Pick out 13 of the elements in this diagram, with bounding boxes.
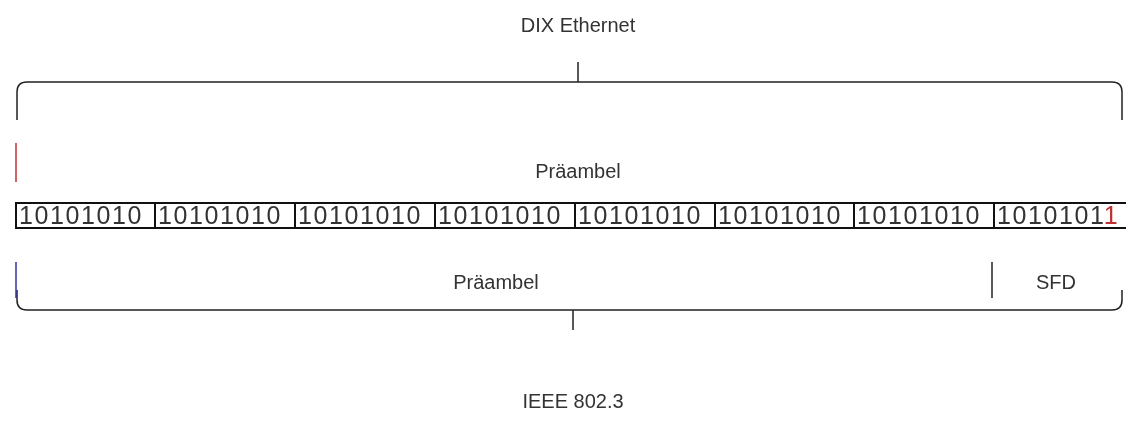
field-label: Präambel [453, 271, 539, 294]
bit-field: 10101010 [294, 202, 436, 229]
frame-label: DIX Ethernet [520, 14, 636, 37]
bit-field: 10101011 [993, 202, 1126, 229]
field-label: Präambel [535, 160, 621, 183]
frame-label: IEEE 802.3 [522, 390, 624, 413]
bit-field: 10101010 [574, 202, 716, 229]
bit-field: 10101010 [15, 202, 156, 229]
field-label: SFD [1036, 271, 1076, 294]
bit-field: 10101010 [434, 202, 576, 229]
bit-field: 10101010 [714, 202, 855, 229]
bit-field: 10101010 [154, 202, 296, 229]
bit-field: 10101010 [853, 202, 995, 229]
